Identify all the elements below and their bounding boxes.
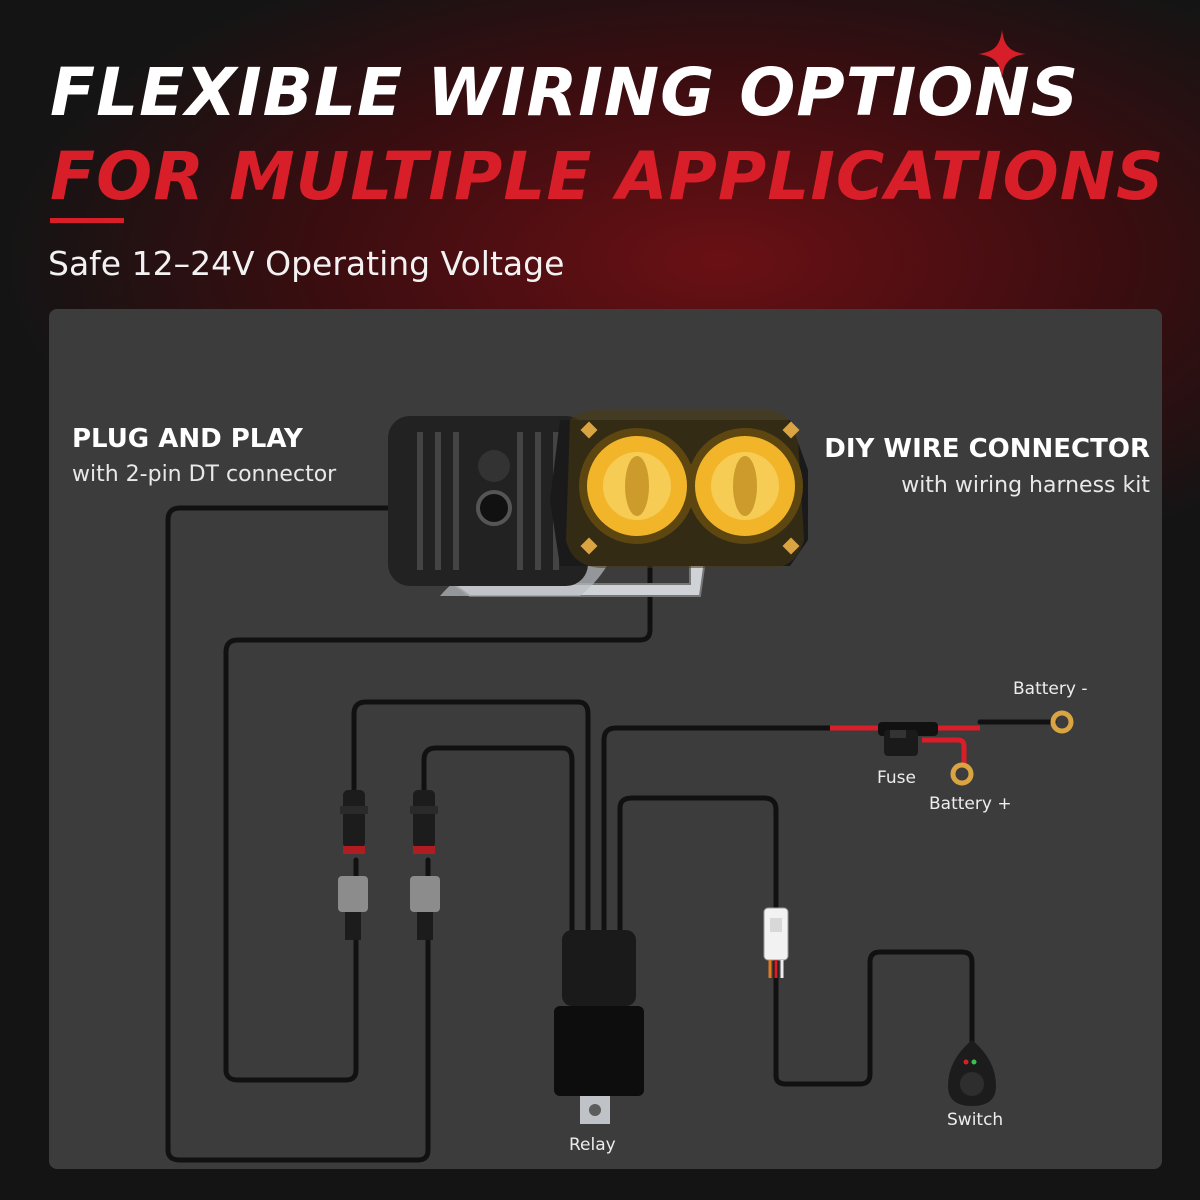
diy-connector-subtitle: with wiring harness kit xyxy=(901,473,1150,498)
battery-negative-terminal xyxy=(1050,710,1074,734)
fuse-label: Fuse xyxy=(877,768,916,788)
diy-connector-title: DIY WIRE CONNECTOR xyxy=(824,434,1150,464)
fuse-holder xyxy=(878,722,938,756)
sparkle-icon xyxy=(978,30,1026,78)
switch-connector xyxy=(763,907,789,978)
battery-positive-label: Battery + xyxy=(929,794,1012,814)
battery-positive-terminal xyxy=(950,762,974,786)
dt-connector-right xyxy=(410,790,440,940)
led-light xyxy=(388,410,808,597)
title-line-2: FOR MULTIPLE APPLICATIONS xyxy=(50,138,1165,215)
plug-and-play-title: PLUG AND PLAY xyxy=(72,424,303,454)
dt-connector-left xyxy=(338,790,368,940)
battery-negative-label: Battery - xyxy=(1013,679,1088,699)
relay-label: Relay xyxy=(569,1135,616,1155)
accent-underline xyxy=(50,218,124,223)
switch-label: Switch xyxy=(947,1110,1004,1130)
plug-and-play-subtitle: with 2-pin DT connector xyxy=(72,462,337,487)
title-line-1: FLEXIBLE WIRING OPTIONS xyxy=(50,54,1080,131)
relay xyxy=(554,930,644,1124)
harness-wires xyxy=(165,505,1057,1163)
positive-leads xyxy=(830,725,980,764)
voltage-subtitle: Safe 12–24V Operating Voltage xyxy=(48,244,565,283)
switch xyxy=(948,1040,996,1106)
